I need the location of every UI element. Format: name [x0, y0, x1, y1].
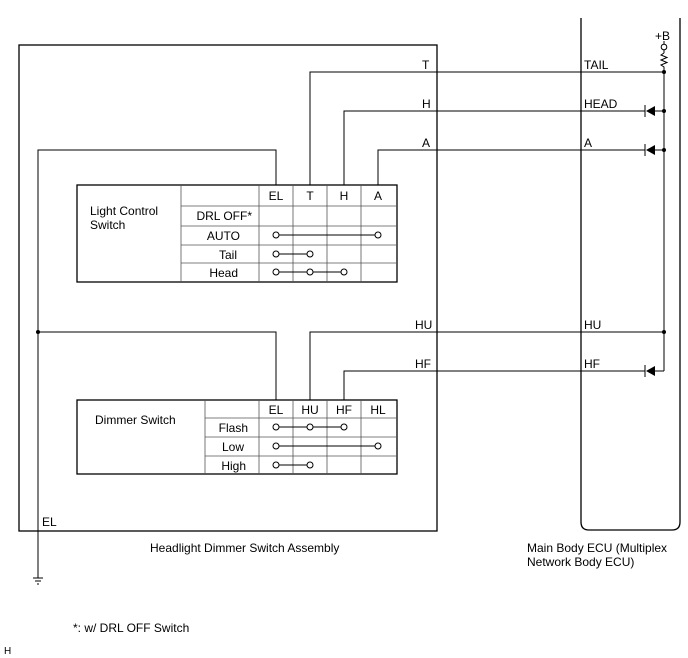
ds-row-high: High — [221, 459, 246, 473]
lcs-row-tail: Tail — [219, 248, 237, 262]
corner-mark: H — [4, 646, 11, 657]
el-junction — [36, 330, 40, 334]
dimmer-switch-title: Dimmer Switch — [95, 413, 176, 427]
ds-col-hf: HF — [336, 403, 352, 417]
terminal-label-el: EL — [42, 515, 57, 529]
dimmer-switch-table — [76, 399, 398, 475]
ds-col-hl: HL — [370, 403, 386, 417]
lcs-col-el: EL — [269, 189, 284, 203]
power-resistor-symbol — [659, 41, 669, 72]
ecu-label-line1: Main Body ECU (Multiplex — [527, 541, 667, 555]
ds-continuity-high — [272, 461, 314, 469]
wire-t — [309, 71, 664, 185]
lcs-col-h: H — [340, 189, 349, 203]
lcs-continuity-auto — [272, 231, 382, 239]
ecu-terminal-tail: TAIL — [584, 58, 609, 72]
wire-label-hf: HF — [415, 357, 431, 371]
wire-el-dimmer — [38, 331, 277, 400]
ecu-box — [580, 18, 681, 531]
lcs-row-auto: AUTO — [207, 229, 240, 243]
lcs-col-a: A — [374, 189, 382, 203]
lcs-continuity-head — [272, 268, 348, 276]
wire-el — [37, 149, 277, 578]
ground-icon — [33, 577, 43, 585]
wire-label-hu: HU — [415, 318, 432, 332]
wire-hu — [309, 331, 664, 400]
footnote: *: w/ DRL OFF Switch — [73, 621, 189, 635]
ds-col-hu: HU — [301, 403, 318, 417]
light-control-switch-title-2: Switch — [90, 218, 125, 232]
ds-continuity-flash — [272, 423, 348, 431]
assembly-box — [18, 44, 438, 532]
ds-col-el: EL — [269, 403, 284, 417]
assembly-label: Headlight Dimmer Switch Assembly — [150, 541, 339, 555]
lcs-col-t: T — [306, 189, 314, 203]
wire-a — [377, 149, 645, 185]
ecu-label-line2: Network Body ECU) — [527, 555, 634, 569]
ecu-terminal-a: A — [584, 136, 592, 150]
light-control-switch-table — [76, 184, 398, 283]
wire-label-h: H — [422, 97, 431, 111]
lcs-row-head: Head — [209, 266, 238, 280]
power-label: +B — [655, 29, 670, 43]
ds-row-low: Low — [222, 440, 244, 454]
ecu-terminal-hf: HF — [584, 357, 600, 371]
wire-hf — [343, 370, 645, 400]
wire-label-t: T — [422, 58, 430, 72]
diode-a-icon — [644, 144, 655, 156]
lcs-row-drl-off: DRL OFF* — [196, 209, 252, 223]
light-control-switch-title-1: Light Control — [90, 204, 158, 218]
diode-hf-icon — [644, 365, 655, 377]
ecu-terminal-head: HEAD — [584, 97, 618, 111]
ds-continuity-low — [272, 442, 382, 450]
wire-h — [343, 110, 645, 185]
ds-row-flash: Flash — [219, 421, 248, 435]
ecu-terminal-hu: HU — [584, 318, 601, 332]
lcs-continuity-tail — [272, 250, 314, 258]
wire-label-a: A — [422, 136, 430, 150]
diode-head-icon — [644, 105, 655, 117]
